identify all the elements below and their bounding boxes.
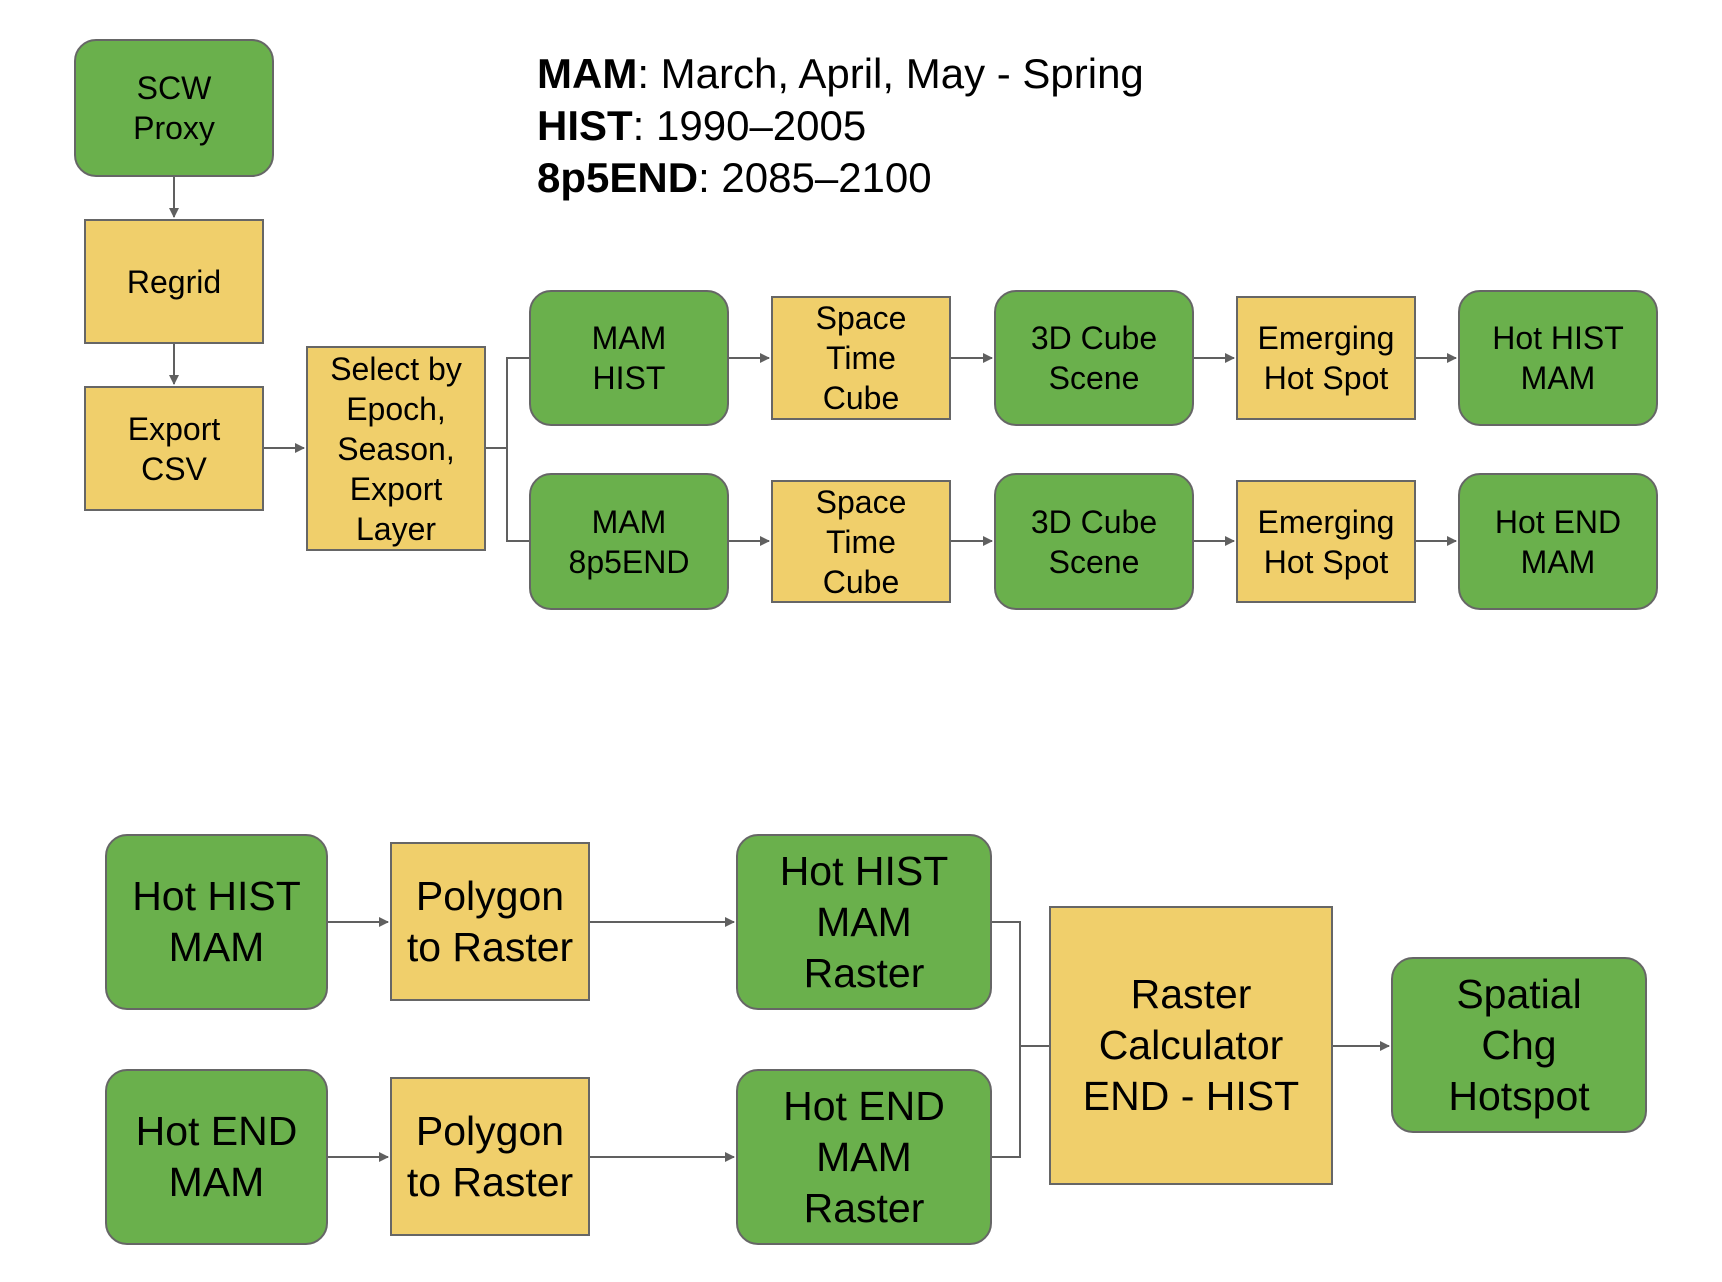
node-label: MAM 8p5END — [568, 503, 690, 580]
node-label: Polygon to Raster — [406, 872, 574, 970]
node-label: Polygon to Raster — [406, 1107, 574, 1205]
node-label: Hot HIST MAM — [132, 873, 301, 970]
legend-term: 8p5END — [537, 154, 699, 201]
legend-definition: : March, April, May - Spring — [637, 50, 1144, 97]
node-raster-calculator[interactable]: Raster Calculator END - HIST — [1049, 906, 1333, 1185]
node-label: 3D Cube Scene — [1030, 320, 1158, 396]
legend-row-8p5end: 8p5END: 2085–2100 — [537, 152, 1144, 204]
node-label: Emerging Hot Spot — [1257, 320, 1395, 396]
node-label: Regrid — [126, 263, 222, 300]
legend: MAM: March, April, May - Spring HIST: 19… — [537, 48, 1144, 204]
legend-row-hist: HIST: 1990–2005 — [537, 100, 1144, 152]
node-spatial-chg-hotspot[interactable]: Spatial Chg Hotspot — [1391, 957, 1647, 1133]
node-label: Export CSV — [127, 410, 221, 487]
node-hot-hist-mam-input[interactable]: Hot HIST MAM — [105, 834, 328, 1010]
node-hot-end-mam-input[interactable]: Hot END MAM — [105, 1069, 328, 1245]
legend-definition: : 1990–2005 — [632, 102, 867, 149]
node-regrid[interactable]: Regrid — [84, 219, 264, 344]
node-export-csv[interactable]: Export CSV — [84, 386, 264, 511]
node-hot-end-mam[interactable]: Hot END MAM — [1458, 473, 1658, 610]
node-label: Raster Calculator END - HIST — [1082, 971, 1300, 1119]
node-emerging-hot-spot-hist[interactable]: Emerging Hot Spot — [1236, 296, 1416, 420]
node-label: Select by Epoch, Season, Export Layer — [330, 350, 462, 547]
node-3d-cube-scene-hist[interactable]: 3D Cube Scene — [994, 290, 1194, 426]
node-label: Space Time Cube — [815, 300, 907, 416]
node-3d-cube-scene-end[interactable]: 3D Cube Scene — [994, 473, 1194, 610]
node-label: Hot END MAM — [1494, 503, 1622, 580]
node-label: SCW Proxy — [133, 70, 215, 146]
legend-definition: : 2085–2100 — [698, 154, 932, 201]
node-hot-end-mam-raster[interactable]: Hot END MAM Raster — [736, 1069, 992, 1245]
node-label: Space Time Cube — [815, 483, 907, 600]
node-hot-hist-mam-raster[interactable]: Hot HIST MAM Raster — [736, 834, 992, 1010]
node-select-by-epoch[interactable]: Select by Epoch, Season, Export Layer — [306, 346, 486, 551]
node-label: Hot END MAM — [135, 1108, 298, 1205]
node-label: Hot HIST MAM — [1492, 320, 1624, 396]
connector-merge-bracket — [992, 921, 1021, 1158]
node-label: Spatial Chg Hotspot — [1448, 970, 1590, 1119]
node-label: Hot HIST MAM Raster — [779, 847, 949, 996]
node-label: 3D Cube Scene — [1030, 503, 1158, 580]
node-mam-hist[interactable]: MAM HIST — [529, 290, 729, 426]
node-label: Emerging Hot Spot — [1257, 503, 1395, 580]
node-hot-hist-mam[interactable]: Hot HIST MAM — [1458, 290, 1658, 426]
node-polygon-to-raster-end[interactable]: Polygon to Raster — [390, 1077, 590, 1236]
node-space-time-cube-hist[interactable]: Space Time Cube — [771, 296, 951, 420]
connector-branch-bracket — [506, 357, 529, 542]
node-polygon-to-raster-hist[interactable]: Polygon to Raster — [390, 842, 590, 1001]
node-space-time-cube-end[interactable]: Space Time Cube — [771, 480, 951, 603]
legend-term: HIST — [537, 102, 633, 149]
node-label: Hot END MAM Raster — [783, 1082, 945, 1231]
node-scw-proxy[interactable]: SCW Proxy — [74, 39, 274, 177]
legend-row-mam: MAM: March, April, May - Spring — [537, 48, 1144, 100]
legend-term: MAM — [537, 50, 638, 97]
node-emerging-hot-spot-end[interactable]: Emerging Hot Spot — [1236, 480, 1416, 603]
node-mam-8p5end[interactable]: MAM 8p5END — [529, 473, 729, 610]
node-label: MAM HIST — [591, 320, 667, 396]
